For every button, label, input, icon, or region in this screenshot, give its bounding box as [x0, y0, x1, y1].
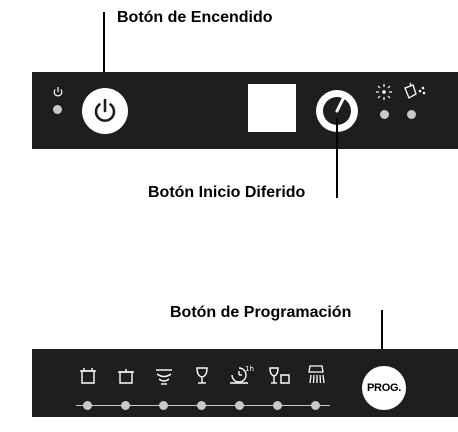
power-button-callout: Botón de Encendido	[117, 9, 273, 26]
program-led	[273, 401, 282, 410]
salt-icon	[402, 82, 428, 102]
program-led	[197, 401, 206, 410]
program-led	[83, 401, 92, 410]
rinse-aid-led	[380, 110, 389, 119]
program-button-callout: Botón de Programación	[170, 304, 352, 321]
delay-callout-line	[336, 118, 338, 198]
program-button[interactable]: PROG.	[362, 366, 406, 410]
program-callout-line	[381, 310, 383, 372]
display-window	[248, 84, 296, 132]
plates-eco-icon	[154, 366, 174, 386]
delay-dial-icon	[323, 97, 351, 125]
program-led	[159, 401, 168, 410]
pot-intensive-icon	[78, 366, 98, 386]
power-led	[53, 105, 62, 114]
program-led	[121, 401, 130, 410]
pot-normal-icon	[116, 366, 136, 386]
quick-clock-icon: 1h	[228, 363, 254, 385]
glass-cup-icon	[268, 366, 292, 386]
control-panel-top	[32, 72, 458, 149]
power-button[interactable]	[82, 88, 128, 134]
prewash-shower-icon	[306, 364, 326, 386]
svg-text:1h: 1h	[245, 365, 254, 373]
program-led	[311, 401, 320, 410]
control-panel-bottom: 1h PROG.	[32, 349, 458, 417]
power-callout-line	[103, 12, 105, 88]
power-indicator-icon	[52, 86, 64, 98]
rinse-aid-icon	[373, 82, 395, 102]
power-icon	[91, 97, 119, 125]
delay-start-callout: Botón Inicio Diferido	[148, 184, 306, 201]
salt-led	[407, 110, 416, 119]
program-led	[235, 401, 244, 410]
glass-delicate-icon	[192, 366, 212, 386]
program-button-label: PROG.	[367, 382, 401, 394]
